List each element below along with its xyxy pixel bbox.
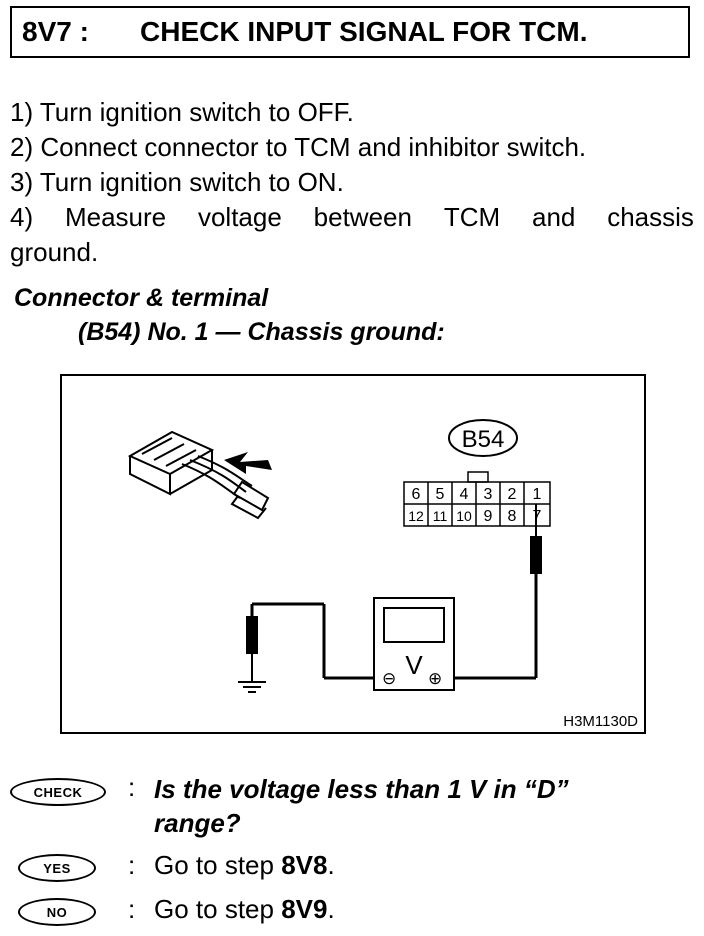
diagram-drawing: B54 6 5 4 3 2 1 12 11 10 9 8 7 <box>127 419 638 730</box>
negative-probe <box>246 602 378 682</box>
voltmeter-icon <box>373 597 455 691</box>
step-4-continued: ground. <box>10 237 99 267</box>
step-1: 1) Turn ignition switch to OFF. <box>10 97 354 127</box>
check-question-line: range? <box>154 808 241 838</box>
no-answer: Go to step 8V9. <box>154 894 335 925</box>
step-4-word: TCM <box>443 202 501 232</box>
step-4-word: voltage <box>197 202 282 232</box>
wiring-diagram: B54 6 5 4 3 2 1 12 11 10 9 8 7 <box>60 374 646 734</box>
figure-code: H3M1130D <box>563 713 638 730</box>
check-question-line: Is the voltage less than 1 V in “D” <box>154 774 569 804</box>
yes-answer-prefix: Go to step <box>154 850 282 880</box>
connector-label: B54 <box>462 426 505 453</box>
connector-terminal-spec: (B54) No. 1 — Chassis ground: <box>78 318 445 346</box>
yes-colon: : <box>128 850 136 880</box>
pin-number: 1 <box>533 486 542 503</box>
connector-label-oval <box>448 419 518 457</box>
yes-badge: YES <box>18 854 96 882</box>
connector-heading: Connector & terminal <box>14 284 269 312</box>
insert-arrow-icon <box>224 452 272 474</box>
pin-number: 12 <box>408 508 424 524</box>
pin-number: 8 <box>508 508 517 525</box>
pin-number: 6 <box>412 486 421 503</box>
no-colon: : <box>128 894 136 924</box>
voltmeter-label: V <box>405 650 423 680</box>
step-4-word: 4) <box>10 202 34 232</box>
check-question: Is the voltage less than 1 V in “D” rang… <box>154 772 569 840</box>
yes-answer: Go to step 8V8. <box>154 850 335 881</box>
pin-number: 5 <box>436 486 445 503</box>
pin-number: 7 <box>533 508 542 525</box>
no-answer-suffix: . <box>327 894 335 924</box>
step-4-word: chassis <box>607 202 694 232</box>
step-title: CHECK INPUT SIGNAL FOR TCM. <box>140 16 588 47</box>
check-badge: CHECK <box>10 778 106 806</box>
step-4-word: Measure <box>64 202 167 232</box>
ground-symbol-icon <box>238 681 266 693</box>
step-4-word: between <box>313 202 412 232</box>
step-2: 2) Connect connector to TCM and inhibito… <box>10 132 587 162</box>
meter-plus-terminal: ⊕ <box>428 669 442 689</box>
yes-answer-suffix: . <box>327 850 335 880</box>
pin-number: 3 <box>484 486 493 503</box>
check-colon: : <box>128 772 136 802</box>
no-answer-prefix: Go to step <box>154 894 282 924</box>
meter-minus-terminal: ⊖ <box>382 669 396 689</box>
pin-number: 10 <box>456 508 472 524</box>
pin-number: 4 <box>460 486 469 503</box>
pin-number: 11 <box>433 508 448 524</box>
no-badge: NO <box>18 898 96 926</box>
step-code: 8V7 : <box>22 16 89 47</box>
pin-number: 9 <box>484 508 493 525</box>
step-header: 8V7 : CHECK INPUT SIGNAL FOR TCM. <box>10 6 690 58</box>
connector-face <box>403 471 551 527</box>
no-step-link[interactable]: 8V9 <box>281 894 328 924</box>
step-4: 4) Measure voltage between TCM and chass… <box>10 200 694 235</box>
pin-number: 2 <box>508 486 517 503</box>
yes-step-link[interactable]: 8V8 <box>281 850 328 880</box>
step-4-word: and <box>531 202 576 232</box>
procedure-steps: 1) Turn ignition switch to OFF. 2) Conne… <box>10 95 694 270</box>
step-3: 3) Turn ignition switch to ON. <box>10 167 344 197</box>
connector-plug-icon <box>127 430 270 520</box>
